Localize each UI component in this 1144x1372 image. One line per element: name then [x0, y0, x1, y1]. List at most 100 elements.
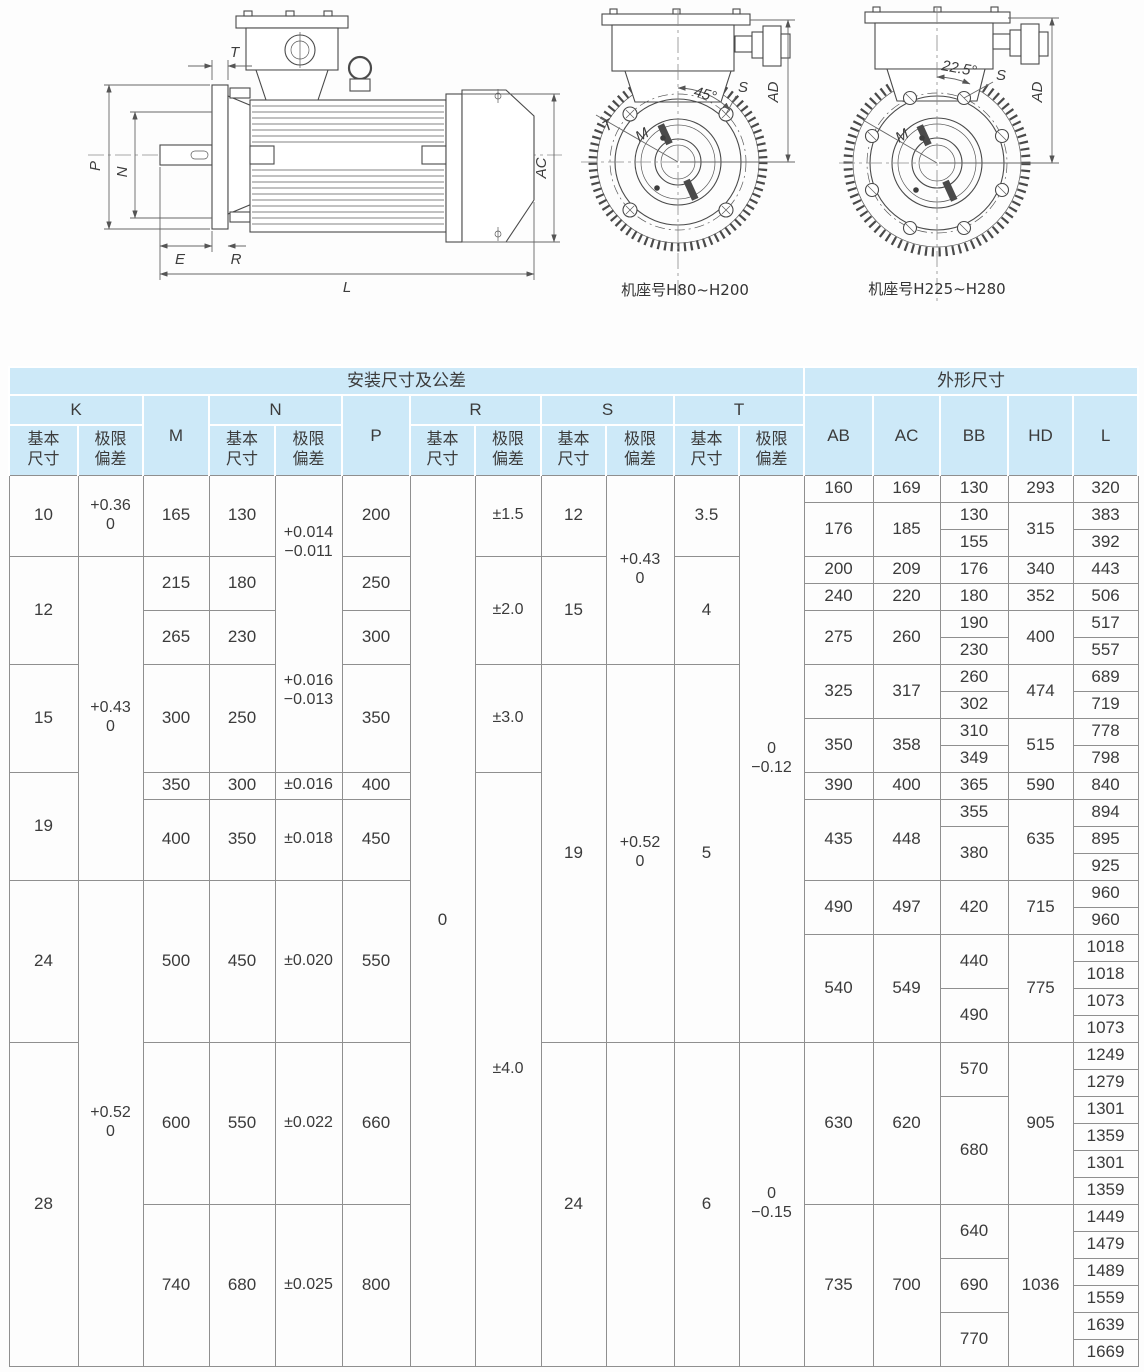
- cell-n_basic: 300: [208, 771, 276, 800]
- cell-l: 1359: [1072, 1176, 1139, 1205]
- table-header: 安装尺寸及公差 外形尺寸 K M N P R S T AB AC BB HD L: [7, 366, 1140, 476]
- cell-ab: 325: [803, 663, 874, 719]
- cell-p: 350: [341, 663, 411, 773]
- table-row: 1359: [9, 1176, 1139, 1205]
- cell-n_basic: 230: [208, 609, 276, 665]
- table-row: 1479: [9, 1230, 1139, 1259]
- subheader-S-basic: 基本 尺寸: [540, 424, 607, 476]
- cell-bb: 640: [939, 1203, 1009, 1259]
- cell-p: 250: [341, 555, 411, 611]
- cell-hd: 400: [1007, 609, 1074, 665]
- cell-k_basic: 10: [8, 474, 79, 557]
- table-row: 925: [9, 852, 1139, 881]
- table-row: 960: [9, 906, 1139, 935]
- cell-l: 1249: [1072, 1041, 1139, 1070]
- cell-s_dev: [605, 1041, 675, 1367]
- cell-ac2: 400: [872, 771, 941, 800]
- cell-k_dev: +0.52 0: [77, 879, 144, 1367]
- cell-k_basic: 12: [8, 555, 79, 665]
- cell-ac2: 220: [872, 582, 941, 611]
- cell-l: 1449: [1072, 1203, 1139, 1232]
- dim-label-M: M: [893, 125, 913, 146]
- cell-p: 400: [341, 771, 411, 800]
- cell-bb: 260: [939, 663, 1009, 692]
- col-header-AC: AC: [872, 394, 942, 476]
- cell-bb: 365: [939, 771, 1009, 800]
- cell-ab: 490: [803, 879, 874, 935]
- cell-bb: 230: [939, 636, 1009, 665]
- dim-label-R: R: [231, 251, 242, 268]
- cell-n_basic: 450: [208, 879, 276, 1043]
- cell-l: 719: [1072, 690, 1139, 719]
- cell-n_dev: +0.016 −0.013: [274, 610, 343, 773]
- cell-l: 798: [1072, 744, 1139, 773]
- cell-n_dev: ±0.020: [274, 879, 343, 1043]
- cell-hd: 340: [1007, 555, 1074, 584]
- subheader-K-basic: 基本 尺寸: [8, 424, 79, 476]
- cell-s_dev: +0.52 0: [605, 663, 675, 1043]
- cell-ac2: 549: [872, 933, 941, 1043]
- cell-hd: 293: [1007, 474, 1074, 503]
- dimension-table: 安装尺寸及公差 外形尺寸 K M N P R S T AB AC BB HD L: [7, 366, 1140, 1367]
- cell-ab: 350: [803, 717, 874, 773]
- cell-bb: 355: [939, 798, 1009, 827]
- cell-l: 1359: [1072, 1122, 1139, 1151]
- table-row: 1301: [9, 1149, 1139, 1178]
- cell-ab: 275: [803, 609, 874, 665]
- cell-m: 265: [142, 609, 210, 665]
- cell-r_dev: ±3.0: [474, 663, 542, 773]
- dim-label-T: T: [230, 44, 241, 61]
- side-view-drawing: P N T E R L AC: [87, 10, 562, 296]
- cell-ac2: 700: [872, 1203, 941, 1367]
- cell-t_basic: 4: [673, 555, 740, 665]
- cell-bb: 130: [939, 501, 1009, 530]
- cell-k_basic: 15: [8, 663, 79, 773]
- cell-m: 600: [142, 1041, 210, 1205]
- cell-l: 960: [1072, 879, 1139, 908]
- dim-label-S: S: [996, 67, 1006, 84]
- cell-ab: 200: [803, 555, 874, 584]
- cell-ac2: 209: [872, 555, 941, 584]
- cell-n_basic: 180: [208, 555, 276, 611]
- cell-bb: 570: [939, 1041, 1009, 1097]
- cell-n_basic: 550: [208, 1041, 276, 1205]
- cell-n_dev: ±0.016: [274, 771, 343, 800]
- cell-ac2: 260: [872, 609, 941, 665]
- subheader-T-deviation: 极限 偏差: [737, 424, 806, 476]
- cell-l: 1301: [1072, 1149, 1139, 1178]
- cell-hd: 905: [1007, 1041, 1074, 1205]
- cell-r_dev: ±4.0: [474, 771, 542, 1367]
- cell-l: 1489: [1072, 1257, 1139, 1286]
- cell-p: 200: [341, 474, 411, 557]
- cell-l: 925: [1072, 852, 1139, 881]
- col-header-P: P: [341, 394, 411, 476]
- cell-ac2: 448: [872, 798, 941, 881]
- table-row: 1073: [9, 1014, 1139, 1043]
- cell-l: 1018: [1072, 960, 1139, 989]
- cell-l: 778: [1072, 717, 1139, 746]
- cell-s_basic: 15: [540, 555, 607, 665]
- cell-ab: 435: [803, 798, 874, 881]
- cell-hd: 315: [1007, 501, 1074, 557]
- dim-label-AD: AD: [1029, 81, 1046, 103]
- cell-p: 800: [341, 1203, 411, 1367]
- cell-m: 215: [142, 555, 210, 611]
- cell-n_dev: +0.014 −0.011: [274, 474, 343, 611]
- cell-ab: 735: [803, 1203, 874, 1367]
- angle-label: 22.5°: [939, 57, 978, 80]
- cell-l: 1669: [1072, 1338, 1139, 1367]
- cell-ac2: 185: [872, 501, 941, 557]
- cell-hd: 352: [1007, 582, 1074, 611]
- angle-label: 45°: [692, 83, 718, 105]
- col-header-BB: BB: [939, 394, 1010, 476]
- cell-p: 300: [341, 609, 411, 665]
- cell-m: 165: [142, 474, 210, 557]
